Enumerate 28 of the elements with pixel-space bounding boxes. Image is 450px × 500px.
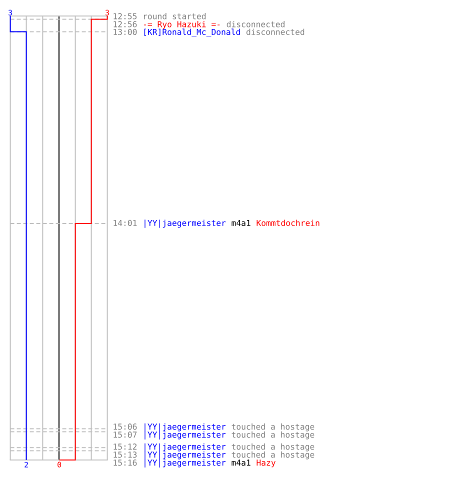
timestamp: 14:01 — [114, 220, 137, 226]
event-text: disconnected — [246, 28, 304, 35]
player-name: |YY|jaegermeister — [144, 431, 226, 440]
event-text: touched a hostage — [232, 423, 314, 432]
player-name: |YY|jaegermeister — [144, 459, 226, 468]
player-name: [KR]Ronald_Mc_Donald — [144, 28, 240, 37]
event-text: touched a hostage — [232, 443, 314, 452]
player-name: |YY|jaegermeister — [144, 220, 226, 228]
player-name: |YY|jaegermeister — [144, 451, 226, 460]
event-text: touched a hostage — [232, 431, 314, 440]
timestamp: 15:13 — [114, 452, 137, 458]
timestamp: 15:06 — [114, 424, 137, 430]
timestamp: 15:07 — [114, 432, 137, 438]
timestamp: 15:16 — [114, 460, 137, 466]
timestamp: 13:00 — [114, 28, 137, 35]
timestamp: 12:56 — [114, 21, 137, 28]
weapon-name: m4a1 — [232, 460, 250, 466]
event-text: touched a hostage — [232, 451, 314, 460]
player-name: |YY|jaegermeister — [144, 423, 226, 432]
player-name: Hazy — [256, 460, 276, 468]
player-name: |YY|jaegermeister — [144, 443, 226, 452]
timestamp: 15:12 — [114, 444, 137, 450]
player-name: -= Ryo Hazuki =- — [144, 21, 220, 29]
timestamp: 12:55 — [114, 13, 137, 20]
weapon-name: m4a1 — [232, 220, 250, 226]
player-name: Kommtdochrein — [256, 220, 320, 226]
event-text: round started — [144, 13, 206, 20]
event-text: disconnected — [226, 21, 284, 28]
